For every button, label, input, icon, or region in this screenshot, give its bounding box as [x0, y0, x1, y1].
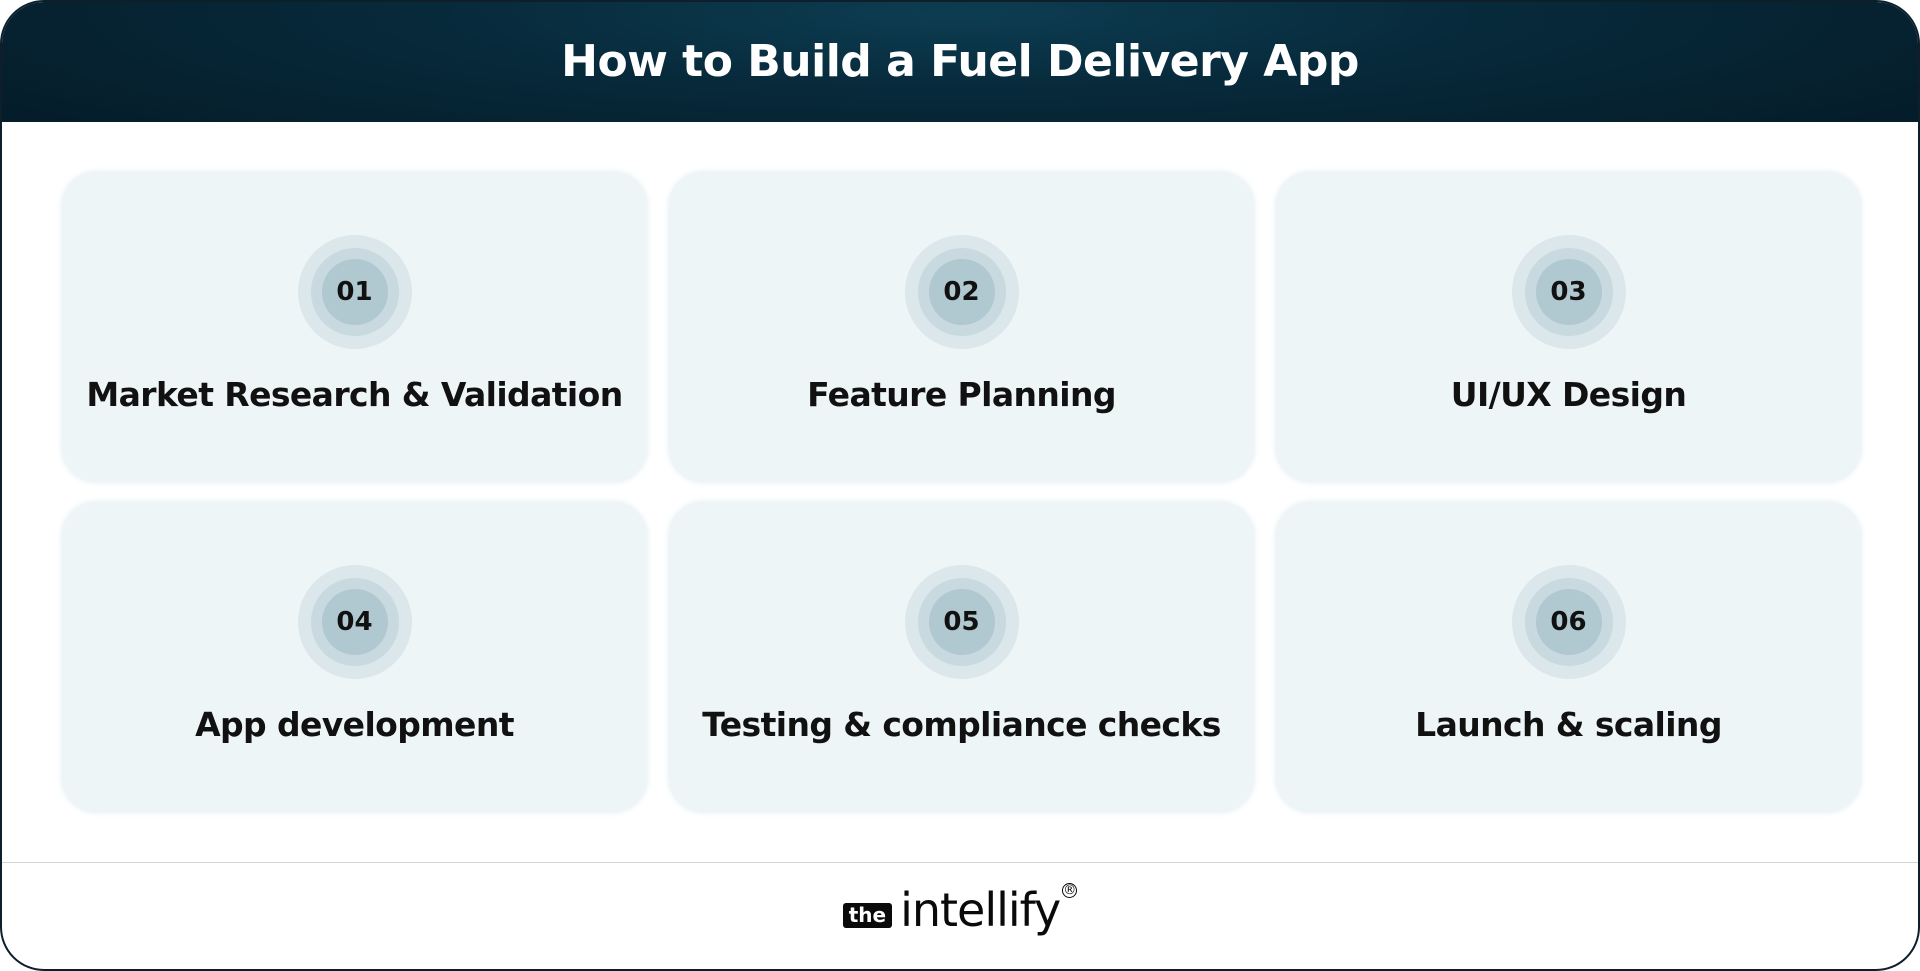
badge-ring: 04	[310, 578, 399, 666]
step-number-badge: 04	[297, 565, 412, 679]
step-card-4: 04 App development	[62, 502, 647, 812]
step-number: 02	[943, 277, 980, 307]
step-title: Launch & scaling	[1415, 705, 1722, 744]
step-number-badge: 06	[1511, 565, 1626, 679]
step-number: 05	[943, 607, 980, 637]
badge-core: 04	[321, 589, 388, 655]
page-title: How to Build a Fuel Delivery App	[561, 35, 1359, 87]
step-number: 01	[336, 277, 373, 307]
footer-divider	[2, 862, 1918, 863]
step-card-5: 05 Testing & compliance checks	[669, 502, 1254, 812]
badge-ring: 05	[917, 578, 1006, 666]
badge-ring: 02	[917, 248, 1006, 336]
step-title: Testing & compliance checks	[702, 705, 1221, 744]
badge-core: 03	[1535, 259, 1602, 325]
step-number-badge: 03	[1511, 235, 1626, 349]
step-card-2: 02 Feature Planning	[669, 172, 1254, 482]
brand-logo: the intellify ®	[842, 883, 1078, 937]
registered-mark-icon: ®	[1062, 883, 1078, 898]
badge-core: 05	[928, 589, 995, 655]
step-number: 06	[1550, 607, 1587, 637]
step-number: 03	[1550, 277, 1587, 307]
logo-prefix: the	[842, 902, 893, 928]
badge-core: 06	[1535, 589, 1602, 655]
step-title: App development	[195, 705, 514, 744]
header-banner: How to Build a Fuel Delivery App	[2, 2, 1918, 122]
badge-core: 02	[928, 259, 995, 325]
step-title: Market Research & Validation	[86, 375, 623, 414]
step-number-badge: 02	[904, 235, 1019, 349]
badge-ring: 06	[1524, 578, 1613, 666]
badge-core: 01	[321, 259, 388, 325]
step-number-badge: 05	[904, 565, 1019, 679]
logo-wordmark: intellify	[900, 883, 1061, 937]
step-card-3: 03 UI/UX Design	[1276, 172, 1861, 482]
step-title: Feature Planning	[807, 375, 1116, 414]
step-card-1: 01 Market Research & Validation	[62, 172, 647, 482]
step-number: 04	[336, 607, 373, 637]
badge-ring: 01	[310, 248, 399, 336]
step-number-badge: 01	[297, 235, 412, 349]
footer: the intellify ®	[2, 883, 1918, 937]
steps-grid: 01 Market Research & Validation 02 Featu…	[62, 172, 1862, 812]
step-card-6: 06 Launch & scaling	[1276, 502, 1861, 812]
step-title: UI/UX Design	[1450, 375, 1687, 414]
badge-ring: 03	[1524, 248, 1613, 336]
